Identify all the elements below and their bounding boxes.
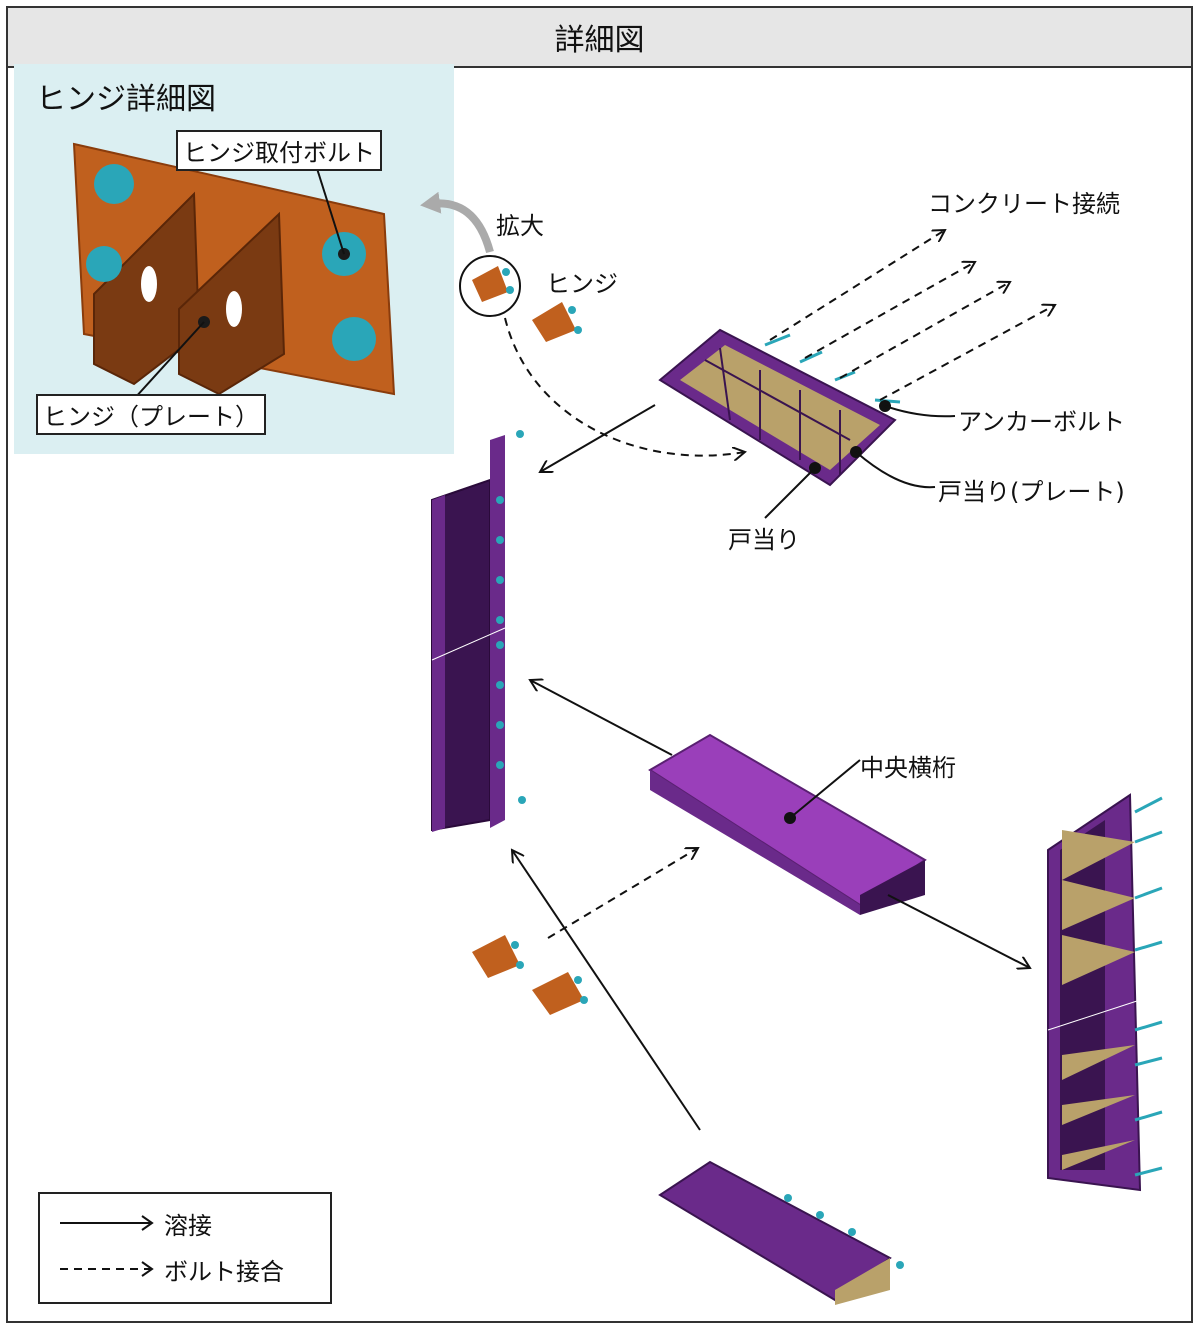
bottom-beam-bolts <box>784 1194 904 1269</box>
legend-weld-label: 溶接 <box>164 1211 212 1240</box>
weld-arrow-1 <box>540 404 656 472</box>
right-column-bolts <box>1134 796 1163 1177</box>
door-stop-plate-label: 戸当り(プレート) <box>938 478 1125 506</box>
hinge-highlight-circle <box>459 255 521 317</box>
solid-arrow-icon <box>60 1215 154 1231</box>
top-sill-beam <box>658 328 897 487</box>
hinge-part-1 <box>472 266 514 302</box>
left-column-bolts <box>496 430 526 804</box>
enlarge-label: 拡大 <box>496 212 544 240</box>
hinge-detail-illustration <box>72 142 396 400</box>
dashed-arrow-icon <box>60 1261 154 1277</box>
hinge-label: ヒンジ <box>546 270 618 298</box>
bottom-beam <box>658 1160 892 1305</box>
left-column <box>431 435 506 832</box>
weld-arrow-3 <box>887 894 1030 968</box>
legend-bolt-joint: ボルト接合 <box>58 1254 284 1286</box>
page-title: 詳細図 <box>8 8 1191 68</box>
concrete-connection-label: コンクリート接続 <box>928 190 1120 218</box>
legend: 溶接 ボルト接合 <box>38 1192 332 1304</box>
legend-bolt-joint-label: ボルト接合 <box>164 1257 284 1286</box>
enlarge-arrow <box>420 191 494 254</box>
legend-weld: 溶接 <box>58 1208 212 1240</box>
inset-title: ヒンジ詳細図 <box>36 82 216 117</box>
bolt-arrow-lower-hinge <box>547 848 698 939</box>
right-column <box>1047 793 1142 1192</box>
hinge-part-4 <box>532 972 588 1015</box>
door-stop-label: 戸当り <box>728 526 800 554</box>
weld-arrow-4 <box>512 850 701 1131</box>
figure-frame: 詳細図 <box>6 6 1193 1323</box>
hinge-detail-inset: ヒンジ詳細図 ヒンジ取付ボルト ヒンジ（プレート） <box>14 64 454 454</box>
anchor-bolt-label: アンカーボルト <box>958 408 1126 436</box>
weld-arrow-2 <box>530 680 673 756</box>
hinge-plate-label: ヒンジ（プレート） <box>36 394 266 435</box>
hinge-part-3 <box>472 935 524 978</box>
center-girder-label: 中央横桁 <box>860 754 956 782</box>
hinge-bolt-label: ヒンジ取付ボルト <box>176 130 382 171</box>
hinge-part-2 <box>532 302 582 342</box>
concrete-connection-arrows <box>769 230 1055 401</box>
